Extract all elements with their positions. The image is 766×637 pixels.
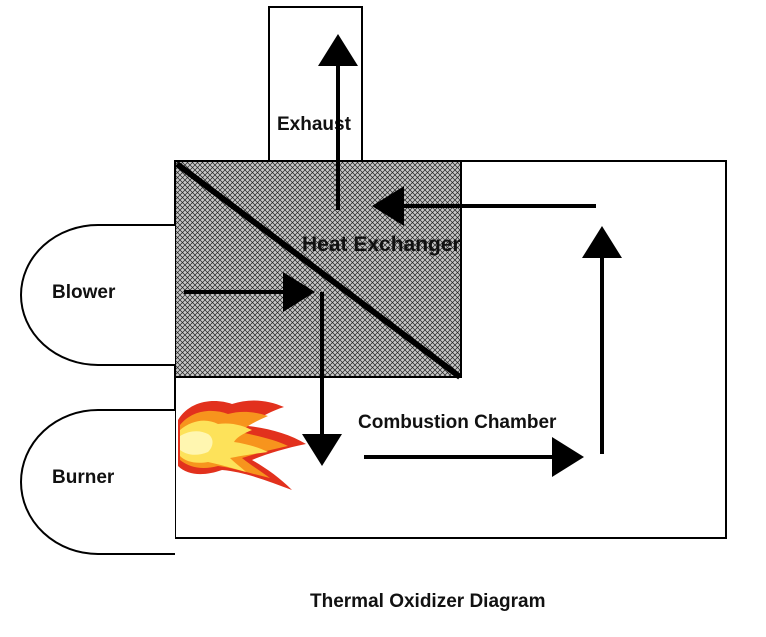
burner-label: Burner [52,467,115,488]
diagram-caption: Thermal Oxidizer Diagram [310,591,545,612]
blower-label: Blower [52,282,116,303]
heat-exchanger-label: Heat Exchanger [302,233,461,256]
exhaust-label: Exhaust [277,114,352,135]
blower-shape [20,224,175,366]
heat-exchanger-diagonal [175,161,462,380]
exhaust-stack [268,6,363,163]
flame-icon [178,400,306,490]
combustion-chamber-label: Combustion Chamber [358,412,557,433]
burner-shape [20,409,175,555]
